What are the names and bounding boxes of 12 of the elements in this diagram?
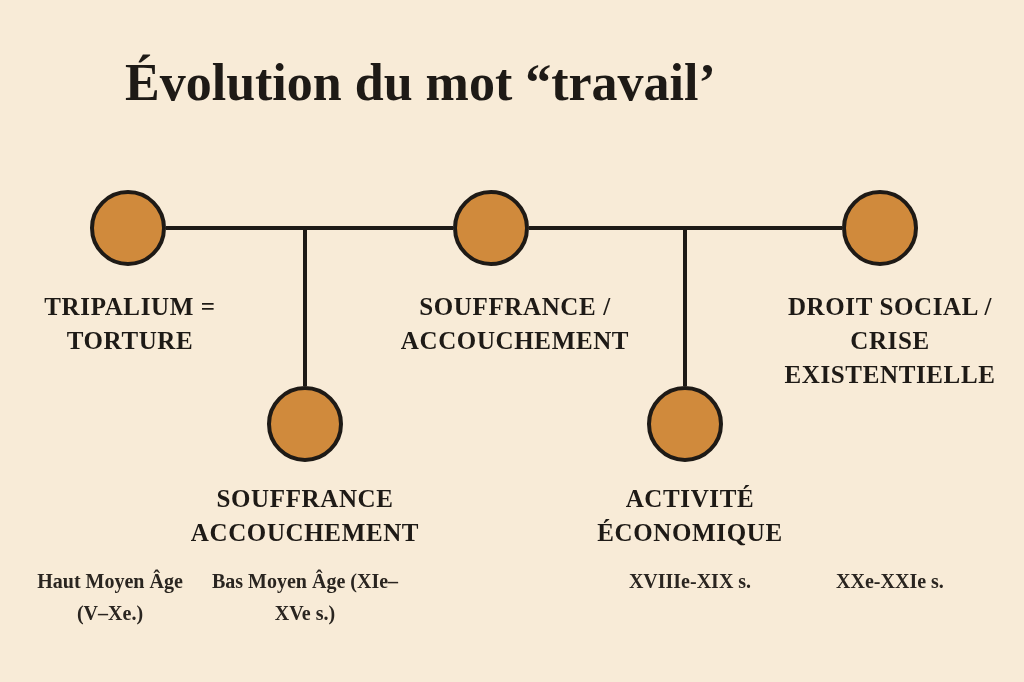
stage-caption: ACTIVITÉ ÉCONOMIQUE [596, 484, 784, 548]
stage-caption: TRIPALIUM = TORTURE [43, 292, 217, 356]
period-label: XVIIIe-XIX s. [627, 569, 753, 594]
stage-caption: SOUFFRANCE / ACCOUCHEMENT [399, 292, 631, 356]
connector-line [529, 226, 687, 386]
period-label: XXe-XXIe s. [835, 569, 945, 594]
period-label: Bas Moyen Âge (XIe–XVe s.) [210, 568, 400, 627]
stage-caption: DROIT SOCIAL / CRISE EXISTENTIELLE [783, 292, 997, 390]
stage-caption: SOUFFRANCE ACCOUCHEMENT [189, 484, 421, 548]
connector-line [166, 226, 307, 386]
period-label: Haut Moyen Âge (V–Xe.) [36, 568, 184, 627]
title: Évolution du mot “travail’ [125, 53, 716, 113]
